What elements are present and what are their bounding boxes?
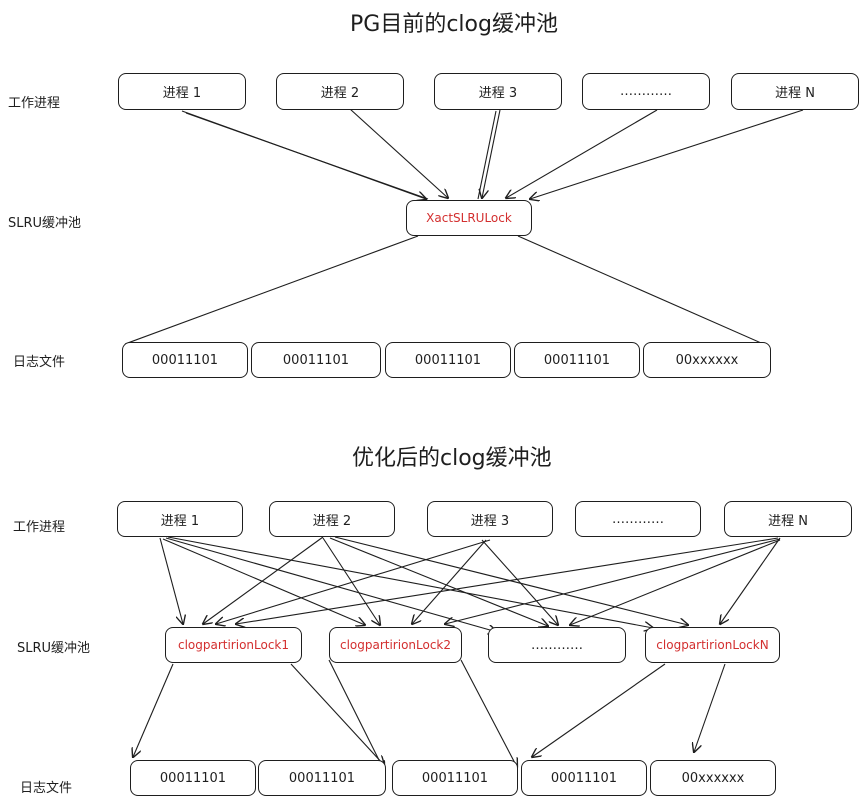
- bot-arrow-ln-f5: [694, 663, 726, 752]
- top-arrow-p3-lock: [482, 109, 501, 198]
- bottom-file-5: 00xxxxxx: [650, 760, 776, 796]
- top-arrow-p1-lock-b: [185, 112, 429, 200]
- bottom-file-3: 00011101: [392, 760, 518, 796]
- bot-arrow-p3-l2: [412, 539, 487, 624]
- bot-arrow-le-f3: [460, 659, 517, 767]
- top-line-lock-file1: [124, 235, 419, 345]
- top-arrow-pn-lock: [530, 109, 804, 199]
- bot-arrow-p3-l1: [216, 539, 491, 624]
- bottom-lock-n: clogpartirionLockN: [645, 627, 780, 663]
- top-title: PG目前的clog缓冲池: [350, 12, 558, 37]
- top-lock-xactslru: XactSLRULock: [406, 200, 532, 236]
- bottom-file-2: 00011101: [258, 760, 386, 796]
- top-arrow-p2-lock: [349, 108, 448, 198]
- top-label-workers: 工作进程: [8, 96, 61, 111]
- top-arrow-pe-lock: [506, 109, 658, 198]
- top-file-4: 00011101: [514, 342, 640, 378]
- bottom-label-workers: 工作进程: [13, 520, 66, 535]
- top-label-slru: SLRU缓冲池: [8, 216, 82, 231]
- top-process-1: 进程 1: [118, 73, 246, 110]
- bottom-file-4: 00011101: [521, 760, 647, 796]
- bot-arrow-l1-f2: [290, 663, 384, 765]
- bot-arrow-pn-le: [570, 539, 781, 625]
- bot-arrow-p1-l2: [162, 538, 365, 625]
- top-process-2: 进程 2: [276, 73, 404, 110]
- top-process-ellipsis: …………: [582, 73, 710, 110]
- bot-arrow-p1-l1: [159, 537, 183, 624]
- bottom-lock-2: clogpartirionLock2: [329, 627, 462, 663]
- top-file-5: 00xxxxxx: [643, 342, 771, 378]
- bottom-process-3: 进程 3: [427, 501, 553, 537]
- bot-arrow-p2-ln: [334, 536, 688, 625]
- bottom-process-2: 进程 2: [269, 501, 395, 537]
- bottom-process-ellipsis: …………: [575, 501, 701, 537]
- bot-arrow-l1-f1: [133, 663, 174, 757]
- bottom-title: 优化后的clog缓冲池: [352, 446, 552, 471]
- bottom-file-1: 00011101: [130, 760, 256, 796]
- bot-arrow-l2-f2: [328, 659, 384, 770]
- bot-arrow-p3-le: [481, 539, 558, 625]
- bot-arrow-pn-l1: [236, 537, 779, 624]
- bot-arrow-p2-l1: [203, 536, 324, 624]
- bottom-lock-1: clogpartirionLock1: [165, 627, 302, 663]
- bot-arrow-p1-le: [165, 537, 497, 632]
- top-arrow-p3-lock-b: [477, 110, 497, 200]
- bottom-lock-ellipsis: …………: [488, 627, 626, 663]
- top-line-lock-file5: [517, 235, 769, 347]
- top-process-n: 进程 N: [731, 73, 859, 110]
- bot-arrow-pn-ln: [720, 537, 781, 624]
- top-process-3: 进程 3: [434, 73, 562, 110]
- top-file-3: 00011101: [385, 342, 511, 378]
- bot-arrow-p2-le: [329, 537, 548, 626]
- top-label-files: 日志文件: [13, 355, 66, 370]
- bot-arrow-p1-ln: [167, 536, 653, 628]
- top-file-1: 00011101: [122, 342, 248, 378]
- bottom-label-files: 日志文件: [20, 781, 73, 796]
- bot-arrow-p2-l2: [322, 537, 380, 625]
- top-file-2: 00011101: [251, 342, 381, 378]
- bottom-label-slru: SLRU缓冲池: [17, 641, 91, 656]
- bot-arrow-ln-f3: [532, 663, 666, 757]
- bottom-process-1: 进程 1: [117, 501, 243, 537]
- bot-arrow-pn-l2: [445, 538, 781, 624]
- bottom-process-n: 进程 N: [724, 501, 852, 537]
